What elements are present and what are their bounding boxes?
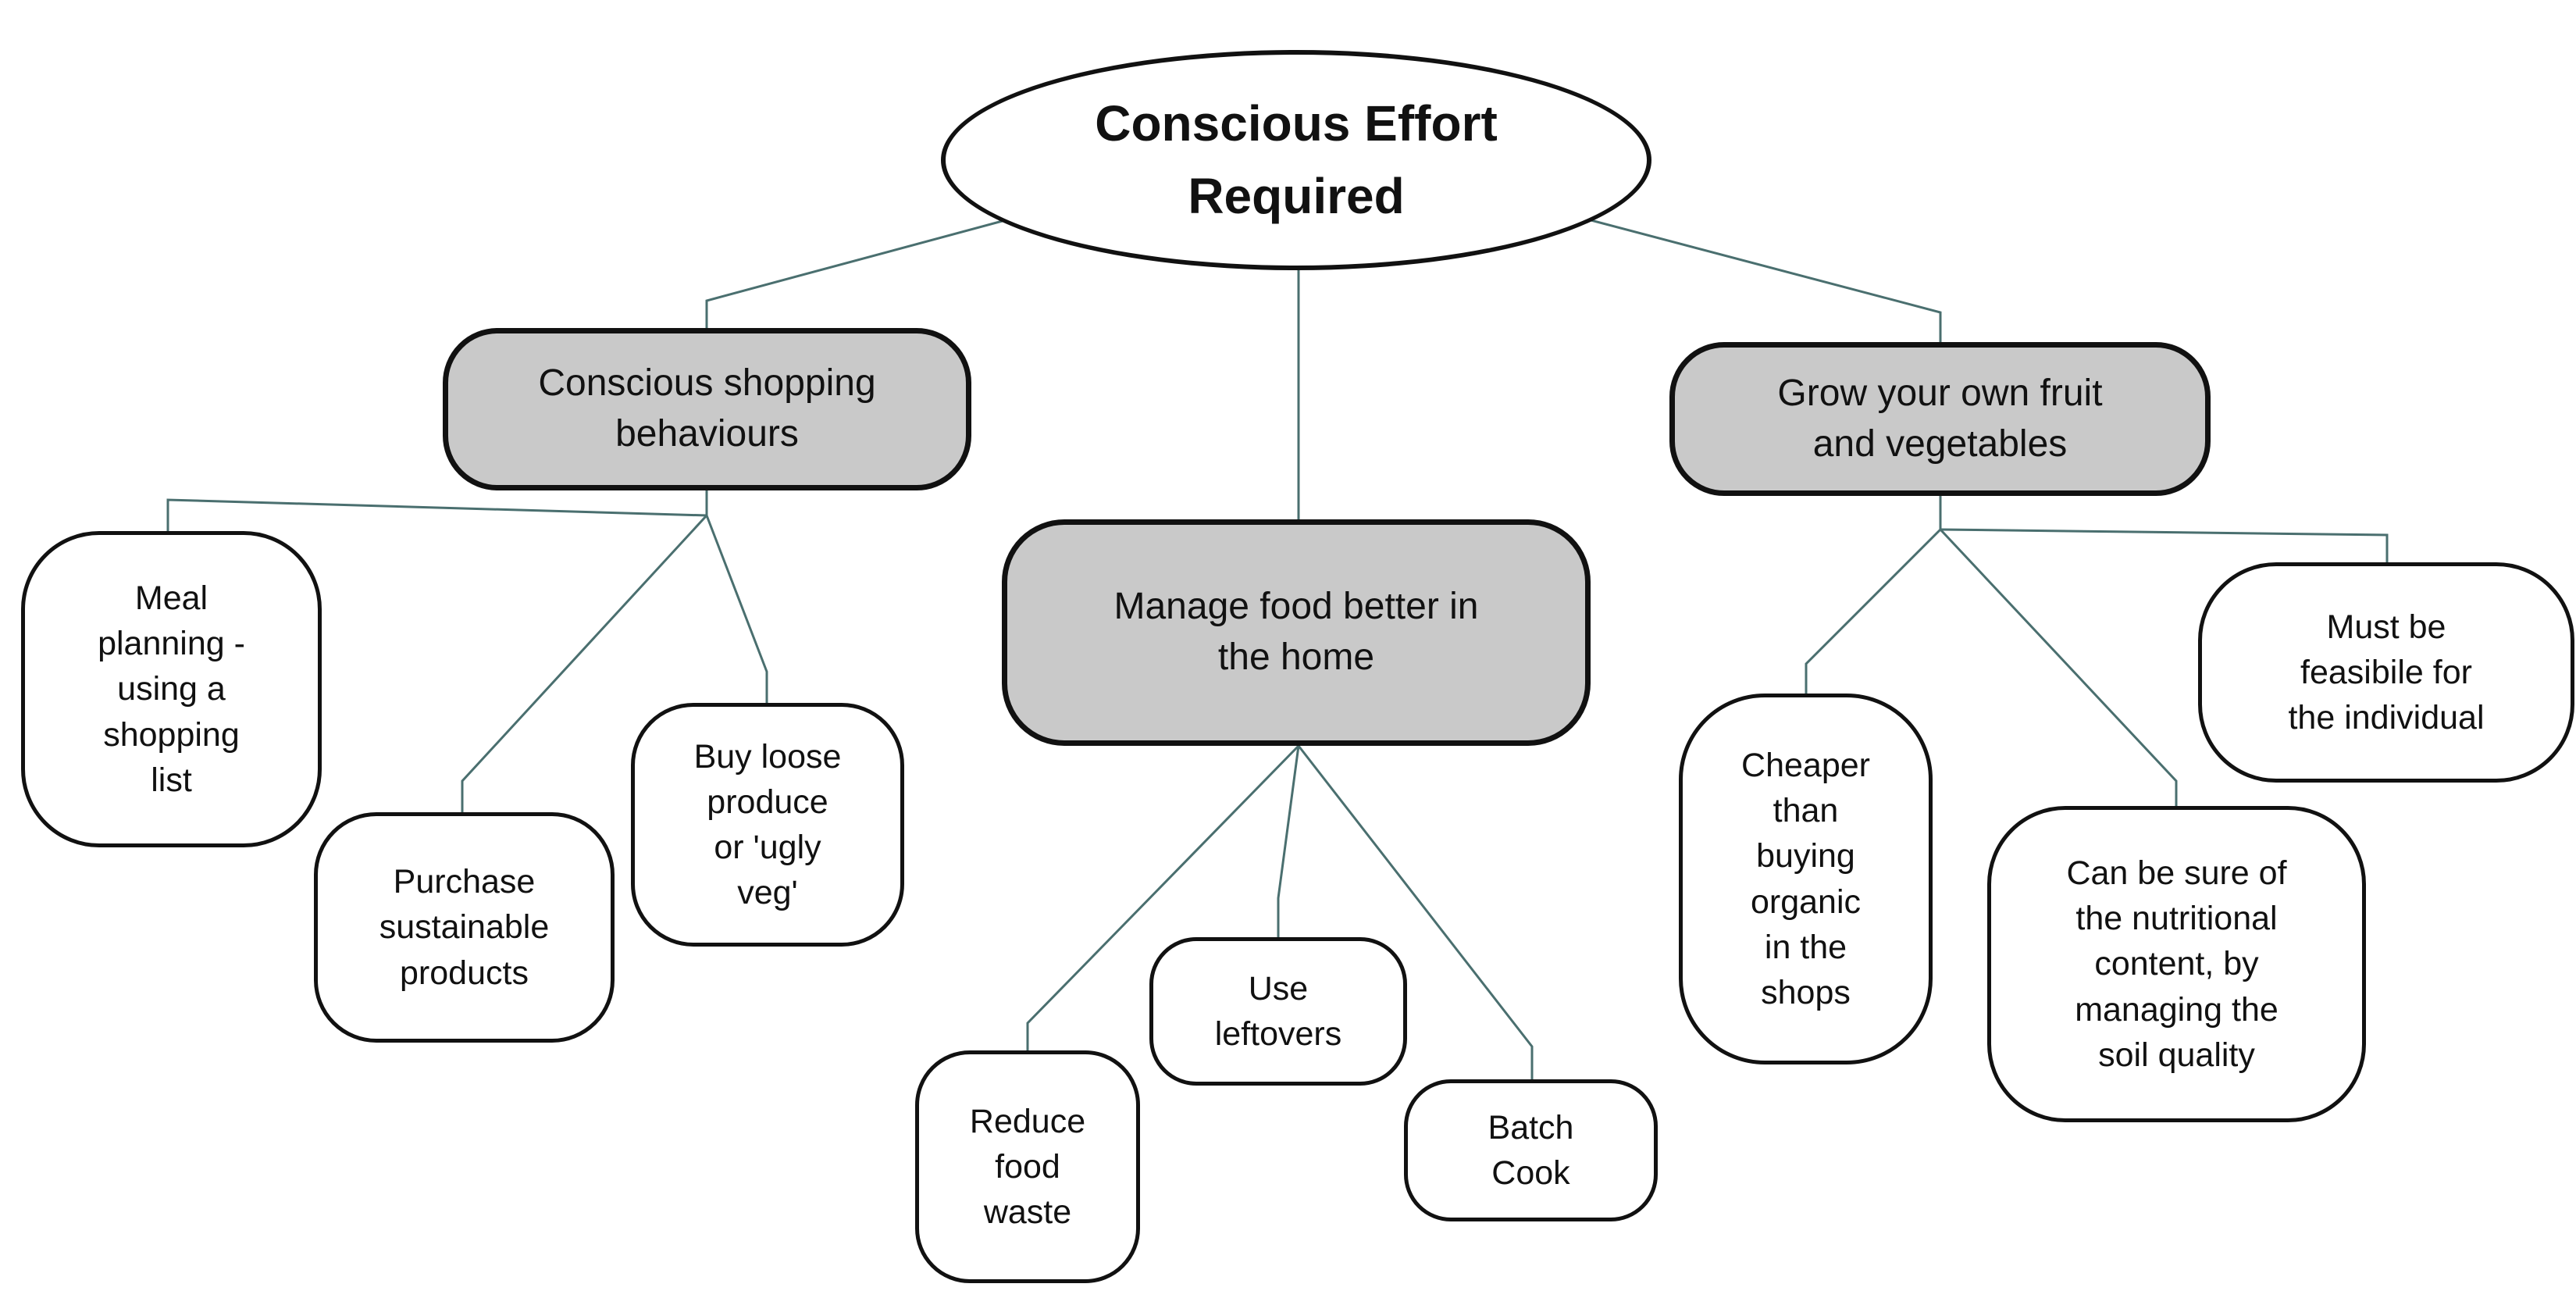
leaf-label: Buy loose produce or 'ugly veg' xyxy=(693,737,842,912)
category-grow-own: Grow your own fruit and vegetables xyxy=(1669,342,2211,496)
root-node: Conscious Effort Required xyxy=(941,50,1651,270)
category-label: Manage food better in the home xyxy=(1113,586,1479,678)
connector-grow-nutrition xyxy=(1939,528,2178,806)
leaf-use-leftovers: Use leftovers xyxy=(1149,937,1407,1086)
connector-shopping-buyloose xyxy=(705,515,768,703)
category-manage-food: Manage food better in the home xyxy=(1002,519,1591,746)
category-conscious-shopping: Conscious shopping behaviours xyxy=(443,328,971,490)
leaf-reduce-waste: Reduce food waste xyxy=(915,1050,1140,1283)
leaf-cheaper-than-organic: Cheaper than buying organic in the shops xyxy=(1679,694,1933,1064)
connector-home-leftovers xyxy=(1277,745,1300,937)
leaf-label: Cheaper than buying organic in the shops xyxy=(1741,747,1870,1011)
connector-shopping-purchase xyxy=(461,514,708,812)
connector-home-reduce xyxy=(1026,744,1300,1050)
connector-home-batch xyxy=(1297,745,1534,1079)
leaf-label: Can be sure of the nutritional content, … xyxy=(2066,854,2287,1074)
connector-shopping-meal xyxy=(166,490,708,531)
connector-root-shopping xyxy=(705,217,1012,328)
connector-root-grow xyxy=(1584,217,1942,342)
root-label: Conscious Effort Required xyxy=(1095,95,1498,224)
connector-grow-cheaper xyxy=(1805,496,1942,694)
connector-grow-feasible xyxy=(1940,528,2389,562)
leaf-must-be-feasible: Must be feasibile for the individual xyxy=(2198,562,2574,783)
leaf-label: Must be feasibile for the individual xyxy=(2288,608,2485,737)
leaf-label: Meal planning - using a shopping list xyxy=(98,579,245,799)
leaf-label: Reduce food waste xyxy=(969,1102,1086,1232)
category-label: Conscious shopping behaviours xyxy=(538,362,876,455)
leaf-label: Use leftovers xyxy=(1214,969,1342,1053)
leaf-label: Purchase sustainable products xyxy=(379,863,550,992)
leaf-meal-planning: Meal planning - using a shopping list xyxy=(21,531,322,847)
leaf-label: Batch Cook xyxy=(1488,1108,1574,1192)
leaf-purchase-sustainable: Purchase sustainable products xyxy=(314,812,615,1043)
leaf-batch-cook: Batch Cook xyxy=(1404,1079,1658,1221)
leaf-buy-loose: Buy loose produce or 'ugly veg' xyxy=(631,703,904,947)
leaf-nutritional-content: Can be sure of the nutritional content, … xyxy=(1987,806,2366,1122)
category-label: Grow your own fruit and vegetables xyxy=(1777,372,2103,465)
